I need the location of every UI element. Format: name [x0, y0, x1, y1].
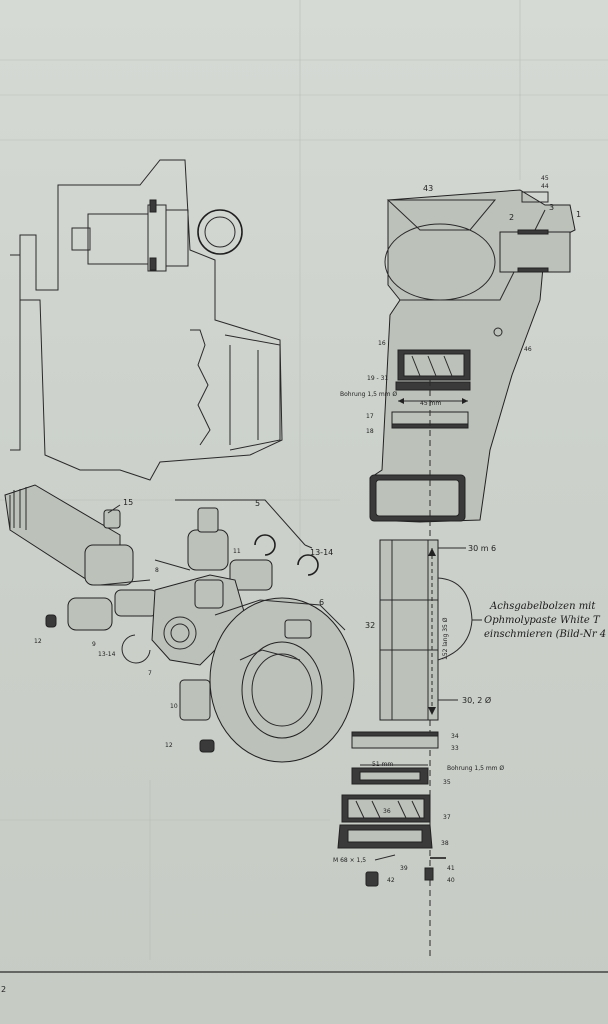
callout-30-m6: 30 m 6 [468, 544, 496, 553]
callout-13-14b: 13-14 [98, 651, 116, 658]
steering-knuckle [369, 189, 576, 960]
callout-17: 17 [366, 413, 374, 420]
callout-39: 39 [400, 865, 408, 872]
dimension-51mm: 51 mm [372, 761, 393, 768]
callout-6: 6 [319, 598, 324, 607]
dimension-length: 152 lang 35 Ø [442, 617, 449, 660]
note-line-2: Ophmolypaste White T [484, 615, 601, 626]
callout-43: 43 [423, 184, 433, 193]
note-line-1: Achsgabelbolzen mit [489, 601, 596, 612]
callout-3: 3 [549, 203, 554, 212]
callout-44: 44 [541, 183, 549, 190]
callout-33: 33 [451, 745, 459, 752]
callout-8: 8 [155, 567, 159, 574]
callout-34: 34 [451, 733, 459, 740]
dimension-45mm: 45 mm [420, 400, 441, 407]
stub-axle-assembly [4, 484, 355, 763]
callout-41: 41 [447, 865, 455, 872]
background-grid [0, 0, 608, 960]
handwritten-note: Achsgabelbolzen mit Ophmolypaste White T… [484, 601, 606, 640]
callout-35: 35 [443, 779, 451, 786]
callout-5: 5 [255, 499, 260, 508]
kingpin-stack [337, 539, 482, 887]
note-line-3: einschmieren (Bild-Nr 4 [484, 629, 606, 640]
callout-19-31: 19 - 31 [367, 375, 388, 382]
axle-housing-outline [10, 159, 283, 481]
page-number: 2 [1, 985, 6, 994]
callout-37: 37 [443, 814, 451, 821]
callout-11: 11 [233, 548, 241, 555]
callout-13-14a: 13-14 [310, 548, 333, 557]
bohrung-upper: Bohrung 1,5 mm Ø [340, 391, 397, 398]
callout-18: 18 [366, 428, 374, 435]
bohrung-lower: Bohrung 1,5 mm Ø [447, 765, 504, 772]
callout-1: 1 [576, 210, 581, 219]
callout-12a: 12 [34, 638, 42, 645]
callout-32: 32 [365, 621, 375, 630]
callout-labels: 1 2 3 43 45 44 46 16 19 - 31 Bohrung 1,5… [34, 175, 581, 884]
callout-42: 42 [387, 877, 395, 884]
callout-15: 15 [123, 498, 133, 507]
callout-12b: 12 [165, 742, 173, 749]
callout-2: 2 [509, 213, 514, 222]
callout-46: 46 [524, 346, 532, 353]
callout-40: 40 [447, 877, 455, 884]
callout-45: 45 [541, 175, 549, 182]
callout-9: 9 [92, 641, 96, 648]
thread-m68: M 68 × 1,5 [333, 857, 366, 864]
callout-30-2: 30, 2 Ø [462, 695, 491, 705]
callout-16: 16 [378, 340, 386, 347]
callout-38: 38 [441, 840, 449, 847]
callout-36: 36 [383, 808, 391, 815]
callout-10: 10 [170, 703, 178, 710]
callout-7: 7 [148, 670, 152, 677]
